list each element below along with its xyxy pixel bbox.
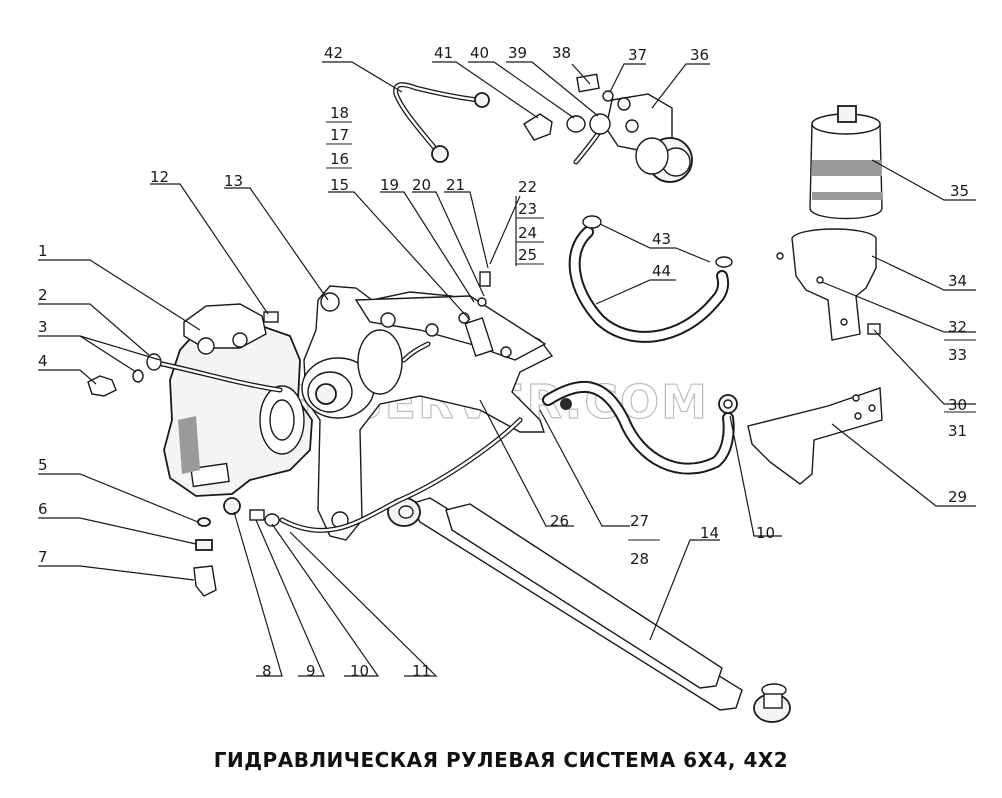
callout-9: 9 xyxy=(306,662,316,680)
callout-26: 26 xyxy=(550,512,569,530)
callout-15: 15 xyxy=(330,176,349,194)
callout-20: 20 xyxy=(412,176,431,194)
callout-38: 38 xyxy=(552,44,571,62)
leader-lines xyxy=(38,61,976,677)
callout-labels: 1 2 3 4 5 6 7 8 9 10 11 12 13 14 15 16 1… xyxy=(38,44,969,680)
callout-33: 33 xyxy=(948,346,967,364)
diagram-caption: ГИДРАВЛИЧЕСКАЯ РУЛЕВАЯ СИСТЕМА 6Х4, 4Х2 xyxy=(213,748,789,772)
callout-28: 28 xyxy=(630,550,649,568)
callout-7: 7 xyxy=(38,548,48,566)
callout-5: 5 xyxy=(38,456,48,474)
callout-39: 39 xyxy=(508,44,527,62)
callout-25: 25 xyxy=(518,246,537,264)
bolts xyxy=(263,271,572,410)
callout-29: 29 xyxy=(948,488,967,506)
mounting-plate xyxy=(747,387,883,485)
callout-8: 8 xyxy=(262,662,272,680)
power-steering-pump xyxy=(573,93,693,183)
callout-12: 12 xyxy=(150,168,169,186)
return-hose xyxy=(542,381,738,475)
callout-22: 22 xyxy=(518,178,537,196)
reservoir-bracket xyxy=(776,228,881,341)
callout-41: 41 xyxy=(434,44,453,62)
gear-output-housing xyxy=(301,329,403,419)
callout-31: 31 xyxy=(948,422,967,440)
callout-23: 23 xyxy=(518,200,537,218)
callout-13: 13 xyxy=(224,172,243,190)
diagram-svg: SPBCSERVER.COM xyxy=(38,44,976,723)
steering-gear-box xyxy=(163,303,313,497)
pressure-pipe xyxy=(159,341,523,533)
callout-34: 34 xyxy=(948,272,967,290)
callout-42: 42 xyxy=(324,44,343,62)
gear-fittings xyxy=(223,497,280,527)
callout-6: 6 xyxy=(38,500,48,518)
tie-rod xyxy=(387,497,791,723)
callout-11: 11 xyxy=(412,662,431,680)
callout-40: 40 xyxy=(470,44,489,62)
callout-30: 30 xyxy=(948,396,967,414)
callout-4: 4 xyxy=(38,352,48,370)
callout-14: 14 xyxy=(700,524,719,542)
pump-fittings xyxy=(523,73,614,141)
callout-18: 18 xyxy=(330,104,349,122)
callout-37: 37 xyxy=(628,46,647,64)
callout-24: 24 xyxy=(518,224,537,242)
pump-pressure-line xyxy=(393,82,490,163)
callout-3: 3 xyxy=(38,318,48,336)
oil-reservoir xyxy=(809,105,883,220)
callout-27: 27 xyxy=(630,512,649,530)
callout-10-right: 10 xyxy=(756,524,775,542)
callout-43: 43 xyxy=(652,230,671,248)
callout-44: 44 xyxy=(652,262,671,280)
callout-36: 36 xyxy=(690,46,709,64)
suction-hose xyxy=(568,215,733,343)
callout-1: 1 xyxy=(38,242,48,260)
callout-16: 16 xyxy=(330,150,349,168)
callout-35: 35 xyxy=(950,182,969,200)
loose-fittings xyxy=(87,353,217,597)
callout-21: 21 xyxy=(446,176,465,194)
callout-2: 2 xyxy=(38,286,48,304)
callout-10-left: 10 xyxy=(350,662,369,680)
callout-19: 19 xyxy=(380,176,399,194)
callout-17: 17 xyxy=(330,126,349,144)
callout-32: 32 xyxy=(948,318,967,336)
